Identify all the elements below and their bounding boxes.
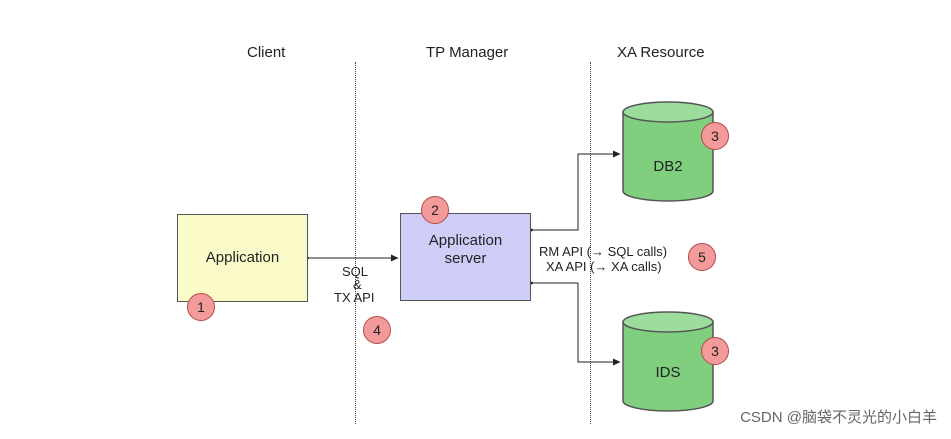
ids-label: IDS (655, 364, 680, 381)
application-label: Application (205, 249, 280, 266)
server-ids-arrow (527, 279, 621, 366)
tp-xa-divider (590, 62, 591, 424)
badge-2: 2 (421, 196, 449, 224)
server-db2-arrow (527, 150, 621, 234)
sql-label: SQL (342, 264, 369, 279)
application-server-label: Application server (428, 232, 503, 267)
badge-1: 1 (187, 293, 215, 321)
badge-3-db2: 3 (701, 122, 729, 150)
client-header: Client (247, 44, 286, 61)
badge-4: 4 (363, 316, 391, 344)
tx-api-label: TX API (334, 290, 375, 305)
client-tp-divider (355, 62, 356, 424)
tp-manager-header: TP Manager (426, 44, 509, 61)
db2-label: DB2 (653, 158, 682, 175)
ampersand-label: & (353, 277, 362, 292)
application-box: Application (177, 214, 308, 302)
badge-5: 5 (688, 243, 716, 271)
xa-resource-header: XA Resource (617, 44, 705, 61)
db2-cylinder: DB2 (622, 101, 714, 202)
ids-cylinder: IDS (622, 311, 714, 412)
watermark: CSDN @脑袋不灵光的小白羊 (740, 409, 937, 426)
badge-3-ids: 3 (701, 337, 729, 365)
application-server-box: Application server (400, 213, 531, 301)
xa-api-label: XA API (→ XA calls) (546, 259, 662, 274)
rm-api-label: RM API (→ SQL calls) (539, 244, 668, 259)
